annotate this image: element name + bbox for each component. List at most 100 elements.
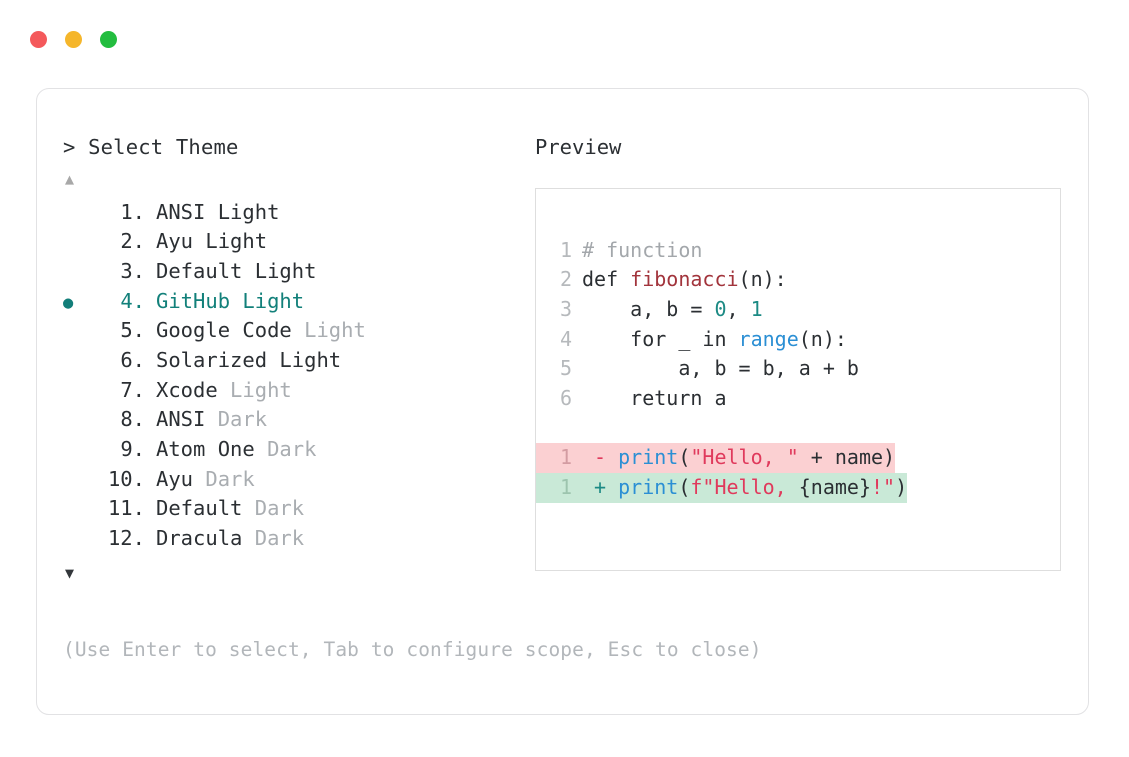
theme-item-index: 2. [120, 229, 145, 254]
theme-item-index: 6. [120, 348, 145, 373]
theme-list-item[interactable]: 3. Default Light [63, 257, 533, 287]
code-token: print [618, 475, 679, 500]
theme-item-index: 10. [107, 466, 145, 491]
preview-label: Preview [535, 135, 622, 159]
code-token: ( [678, 445, 691, 470]
line-number: 1 [559, 237, 572, 262]
theme-list-item[interactable]: 8. ANSI Dark [63, 405, 533, 435]
code-token: for _ in [582, 326, 739, 351]
close-icon[interactable] [30, 31, 47, 48]
theme-item-index: 8. [120, 407, 145, 432]
theme-item-index: 5. [120, 318, 145, 343]
code-line: 6 return a [536, 384, 1060, 414]
theme-item-variant: Dark [242, 526, 305, 551]
diff-removed-line: 1 - print("Hello, " + name) [536, 443, 896, 474]
code-token: a, b = b, a + b [582, 356, 859, 381]
theme-list-item[interactable]: 5.Google Code Light [63, 316, 533, 346]
theme-item-index: 7. [120, 377, 145, 402]
theme-list-item[interactable]: 9.Atom One Dark [63, 435, 533, 465]
code-token: print [618, 445, 679, 470]
theme-selector-panel: > Select Theme ▲ 1. ANSI Light 2. Ayu Light… [36, 88, 1089, 715]
code-token: 0 [714, 296, 727, 321]
theme-item-name: Default [156, 496, 243, 521]
code-token: f"Hello, [690, 475, 799, 500]
theme-item-index: 9. [120, 437, 145, 462]
theme-list-item[interactable]: 12. Dracula Dark [63, 524, 533, 554]
code-token: !" [871, 475, 896, 500]
selected-bullet-icon: ● [63, 292, 74, 313]
theme-list-column: > Select Theme ▲ 1. ANSI Light 2. Ayu Light… [63, 135, 533, 583]
theme-list-item[interactable]: 6. Solarized Light [63, 346, 533, 376]
theme-item-name: Dracula [156, 526, 243, 551]
page-title: > Select Theme [63, 135, 239, 159]
code-token: def [582, 267, 631, 292]
theme-item-index: 3. [120, 258, 145, 283]
code-line: 4 for _ in range(n): [536, 325, 1060, 355]
code-token: return a [582, 386, 727, 411]
theme-item-name: ANSI [156, 199, 206, 224]
theme-item-index: 11. [107, 496, 145, 521]
theme-list-item[interactable]: 7. Xcode Light [63, 376, 533, 406]
code-token: # function [582, 237, 703, 262]
theme-item-name: Ayu [156, 466, 194, 491]
theme-item-variant: Light [267, 348, 342, 373]
window-traffic-lights [30, 31, 117, 48]
line-number: 2 [559, 267, 572, 292]
code-token: + [582, 475, 619, 500]
theme-item-variant: Light [217, 377, 292, 402]
theme-item-index: 12. [107, 526, 145, 551]
code-line: 2 def fibonacci(n): [536, 265, 1060, 295]
theme-item-index: 1. [120, 199, 145, 224]
code-token: "Hello, " [690, 445, 799, 470]
theme-item-variant: Dark [193, 466, 255, 491]
scroll-up-icon[interactable]: ▲ [65, 169, 75, 188]
code-line: 3 a, b = 0, 1 [536, 295, 1060, 325]
theme-item-name: Ayu [156, 229, 194, 254]
keyboard-hint: (Use Enter to select, Tab to configure s… [63, 638, 762, 661]
theme-item-variant: Light [205, 199, 280, 224]
theme-list-item[interactable]: 2. Ayu Light [63, 227, 533, 257]
line-number: 1 [559, 475, 572, 500]
line-number: 6 [559, 386, 572, 411]
theme-item-variant: Dark [205, 407, 268, 432]
code-token: ) [895, 475, 908, 500]
theme-item-name: GitHub [156, 288, 231, 313]
theme-item-variant: Dark [254, 437, 317, 462]
line-number: 5 [559, 356, 572, 381]
theme-item-variant: Light [242, 258, 317, 283]
code-token: (n): [798, 326, 847, 351]
code-spacer [536, 414, 1060, 444]
theme-item-name: Default [156, 258, 243, 283]
line-number: 1 [559, 445, 572, 470]
code-line: 5 a, b = b, a + b [536, 354, 1060, 384]
code-token: {name} [798, 475, 872, 500]
theme-item-variant: Dark [242, 496, 305, 521]
theme-list-item[interactable]: 11. Default Dark [63, 494, 533, 524]
theme-item-variant: Light [193, 229, 268, 254]
code-token: fibonacci [630, 267, 739, 292]
code-token: 1 [750, 296, 763, 321]
minimize-icon[interactable] [65, 31, 82, 48]
code-token: , [726, 296, 751, 321]
code-token: range [738, 326, 799, 351]
line-number: 3 [559, 296, 572, 321]
line-number: 4 [559, 326, 572, 351]
code-token: + name) [798, 445, 896, 470]
diff-added-line: 1 + print(f"Hello, {name}!") [536, 473, 908, 503]
theme-item-name: ANSI [156, 407, 206, 432]
theme-item-variant: Light [291, 318, 366, 343]
theme-item-name: Solarized [156, 348, 268, 373]
scroll-down-icon[interactable]: ▼ [65, 563, 75, 582]
theme-list-item[interactable]: ●4.GitHub Light [63, 287, 533, 317]
code-token: (n): [738, 267, 787, 292]
theme-list-item[interactable]: 10. Ayu Dark [63, 465, 533, 495]
theme-item-variant: Light [230, 288, 305, 313]
code-line: 1 # function [536, 236, 1060, 266]
theme-item-name: Xcode [156, 377, 218, 402]
maximize-icon[interactable] [100, 31, 117, 48]
theme-list-item[interactable]: 1. ANSI Light [63, 198, 533, 228]
